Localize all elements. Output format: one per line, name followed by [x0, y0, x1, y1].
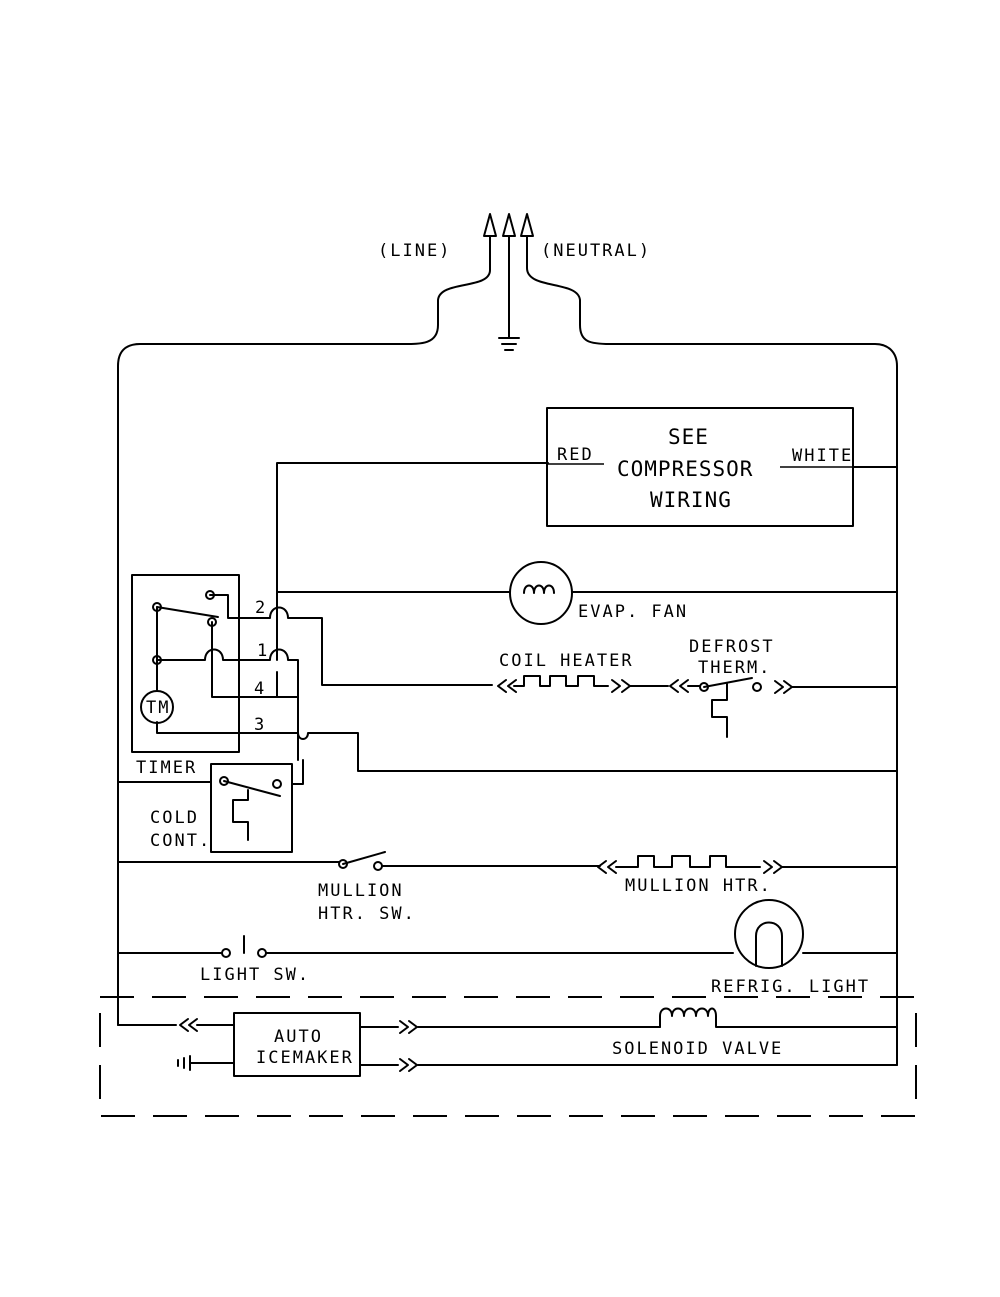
- compressor-box: SEE COMPRESSOR WIRING RED WHITE: [546, 407, 854, 527]
- defrost-therm-label-1: DEFROST: [689, 637, 775, 657]
- terminal-3: 3: [254, 715, 266, 735]
- light-sw-label: LIGHT SW.: [200, 965, 310, 985]
- compressor-label-1: SEE: [668, 425, 709, 449]
- refrigerator-light: REFRIG. LIGHT: [711, 899, 898, 997]
- coil-heater: COIL HEATER: [497, 651, 634, 693]
- red-lead-label: RED: [557, 445, 594, 465]
- solenoid-valve-label: SOLENOID VALVE: [612, 1039, 783, 1059]
- timer-label: TIMER: [136, 758, 197, 778]
- defrost-thermostat: DEFROST THERM.: [629, 637, 898, 738]
- icemaker-label-1: AUTO: [274, 1027, 323, 1047]
- line-label: (LINE): [378, 241, 451, 261]
- neutral-label: (NEUTRAL): [541, 241, 651, 261]
- defrost-therm-label-2: THERM.: [698, 658, 771, 678]
- compressor-label-2: COMPRESSOR: [617, 457, 753, 481]
- light-switch: LIGHT SW.: [117, 935, 734, 985]
- mullion-heater-switch: MULLION HTR. SW.: [117, 851, 601, 924]
- supply-terminals: [117, 213, 898, 1066]
- evap-fan: EVAP. FAN: [276, 561, 898, 625]
- mullion-htr-sw-label-2: HTR. SW.: [318, 904, 416, 924]
- icemaker-section: AUTO ICEMAKER SOLENOID VALVE: [99, 996, 917, 1117]
- cold-control: COLD CONT.: [117, 759, 304, 853]
- mullion-heater: MULLION HTR.: [597, 855, 898, 896]
- icemaker-label-2: ICEMAKER: [256, 1048, 354, 1068]
- terminal-1: 1: [257, 641, 269, 661]
- cold-cont-label-1: COLD: [150, 808, 199, 828]
- mullion-htr-label: MULLION HTR.: [625, 876, 772, 896]
- terminal-4: 4: [254, 679, 266, 699]
- mullion-htr-sw-label-1: MULLION: [318, 881, 404, 901]
- timer: TIMER TM 2 1 4 3: [131, 574, 493, 778]
- refrig-light-label: REFRIG. LIGHT: [711, 977, 870, 997]
- coil-heater-label: COIL HEATER: [499, 651, 634, 671]
- cold-cont-label-2: CONT.: [150, 831, 211, 851]
- terminal-2: 2: [255, 598, 267, 618]
- evap-fan-label: EVAP. FAN: [578, 602, 688, 622]
- timer-motor-label: TM: [146, 698, 170, 718]
- compressor-label-3: WIRING: [650, 488, 732, 512]
- white-lead-label: WHITE: [792, 446, 853, 466]
